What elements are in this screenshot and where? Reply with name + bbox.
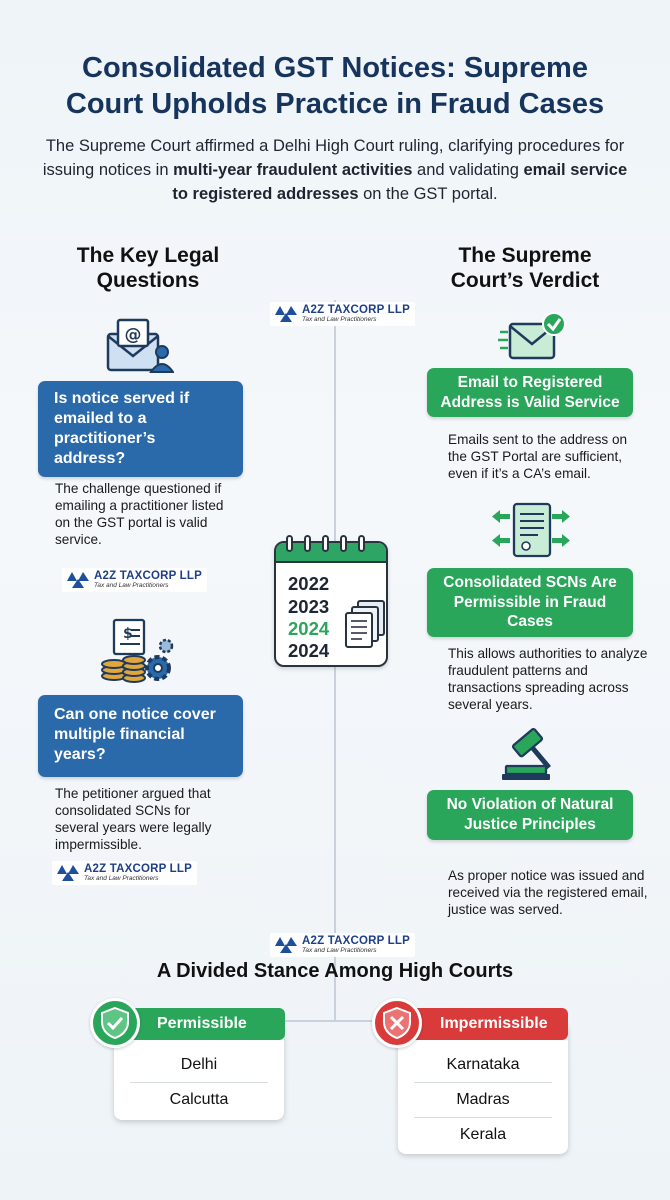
logo-tagline: Tax and Law Practitioners bbox=[302, 316, 377, 323]
heading-line: Questions bbox=[96, 269, 200, 292]
question-label: Is notice served if emailed to a practit… bbox=[54, 390, 190, 467]
court-name: Karnataka bbox=[446, 1056, 520, 1073]
coins-gear-icon: $ bbox=[101, 618, 174, 683]
permissible-tag: Permissible bbox=[115, 1008, 285, 1040]
court-name: Calcutta bbox=[169, 1091, 229, 1108]
court-name: Madras bbox=[456, 1091, 510, 1108]
verdict-box-valid-service: Email to Registered Address is Valid Ser… bbox=[427, 368, 633, 417]
gavel-icon bbox=[502, 727, 552, 780]
court-name: Kerala bbox=[459, 1126, 507, 1143]
shield-check-icon bbox=[90, 998, 140, 1048]
logo-triangles-icon bbox=[275, 306, 297, 322]
intro-paragraph: The Supreme Court affirmed a Delhi High … bbox=[40, 134, 630, 206]
connector-line bbox=[280, 1020, 390, 1022]
logo-tagline: Tax and Law Practitioners bbox=[302, 947, 377, 954]
verdict-label: Consolidated SCNs Are Permissible in Fra… bbox=[443, 574, 617, 630]
email-user-icon: @ bbox=[106, 318, 174, 373]
svg-text:$: $ bbox=[123, 626, 133, 642]
heading-line: The Key Legal bbox=[76, 244, 220, 267]
stacked-documents-icon bbox=[345, 600, 385, 648]
impermissible-card: Karnataka Madras Kerala bbox=[398, 1022, 568, 1154]
verdict-heading: The Supreme Court’s Verdict bbox=[430, 243, 620, 293]
title-line-1: Consolidated GST Notices: Supreme bbox=[82, 52, 588, 84]
verdict-box-natural-justice: No Violation of Natural Justice Principl… bbox=[427, 790, 633, 840]
document-arrows-icon bbox=[492, 502, 570, 558]
calendar-year: 2024 bbox=[288, 640, 330, 661]
intro-bold-2: email service to registered addresses bbox=[172, 161, 628, 203]
court-name: Delhi bbox=[180, 1056, 218, 1073]
question-label: Can one notice cover multiple financial … bbox=[54, 706, 216, 763]
svg-text:@: @ bbox=[125, 325, 142, 345]
logo-name: A2Z TAXCORP LLP bbox=[94, 570, 202, 582]
shield-x-icon bbox=[372, 998, 422, 1048]
verdict-text: Emails sent to the address on the GST Po… bbox=[448, 432, 628, 481]
calendar-icon: 2022 2023 2024 2024 bbox=[274, 535, 388, 667]
calendar-year: 2024 bbox=[288, 618, 330, 639]
question-text: The petitioner argued that consolidated … bbox=[55, 786, 212, 852]
logo-triangles-icon bbox=[275, 937, 297, 953]
impermissible-label: Impermissible bbox=[440, 1015, 548, 1032]
verdict-label: Email to Registered Address is Valid Ser… bbox=[440, 374, 620, 411]
heading-line: Court’s Verdict bbox=[450, 269, 600, 292]
verdict-box-consolidated-scns: Consolidated SCNs Are Permissible in Fra… bbox=[427, 568, 633, 637]
logo-triangles-icon bbox=[67, 572, 89, 588]
verdict-label: No Violation of Natural Justice Principl… bbox=[446, 796, 614, 833]
verdict-text: This allows authorities to analyze fraud… bbox=[448, 646, 648, 712]
logo-name: A2Z TAXCORP LLP bbox=[84, 863, 192, 875]
impermissible-tag: Impermissible bbox=[398, 1008, 568, 1040]
intro-text-2: and validating bbox=[412, 161, 524, 179]
logo-triangles-icon bbox=[57, 865, 79, 881]
verdict-text: As proper notice was issued and received… bbox=[448, 868, 648, 917]
permissible-label: Permissible bbox=[157, 1015, 247, 1032]
question-box-email-service: Is notice served if emailed to a practit… bbox=[38, 381, 243, 477]
question-text: The challenge questioned if emailing a p… bbox=[55, 481, 224, 547]
intro-bold-1: multi-year fraudulent activities bbox=[173, 161, 413, 179]
logo-tagline: Tax and Law Practitioners bbox=[94, 582, 169, 589]
logo-name: A2Z TAXCORP LLP bbox=[302, 935, 410, 947]
logo-name: A2Z TAXCORP LLP bbox=[302, 304, 410, 316]
heading-line: The Supreme bbox=[458, 244, 592, 267]
logo-tagline: Tax and Law Practitioners bbox=[84, 875, 159, 882]
email-check-icon bbox=[498, 312, 566, 360]
question-box-multiple-years: Can one notice cover multiple financial … bbox=[38, 695, 243, 777]
key-questions-heading: The Key Legal Questions bbox=[58, 243, 238, 293]
stance-title: A Divided Stance Among High Courts bbox=[156, 960, 514, 982]
page-title: Consolidated GST Notices: Supreme Court … bbox=[20, 50, 650, 122]
calendar-year: 2022 bbox=[288, 573, 330, 594]
calendar-year: 2023 bbox=[288, 596, 330, 617]
title-line-2: Court Upholds Practice in Fraud Cases bbox=[65, 88, 605, 120]
intro-text-1: The Supreme Court affirmed a Delhi High … bbox=[42, 137, 625, 179]
intro-text-3: on the GST portal. bbox=[358, 185, 498, 203]
